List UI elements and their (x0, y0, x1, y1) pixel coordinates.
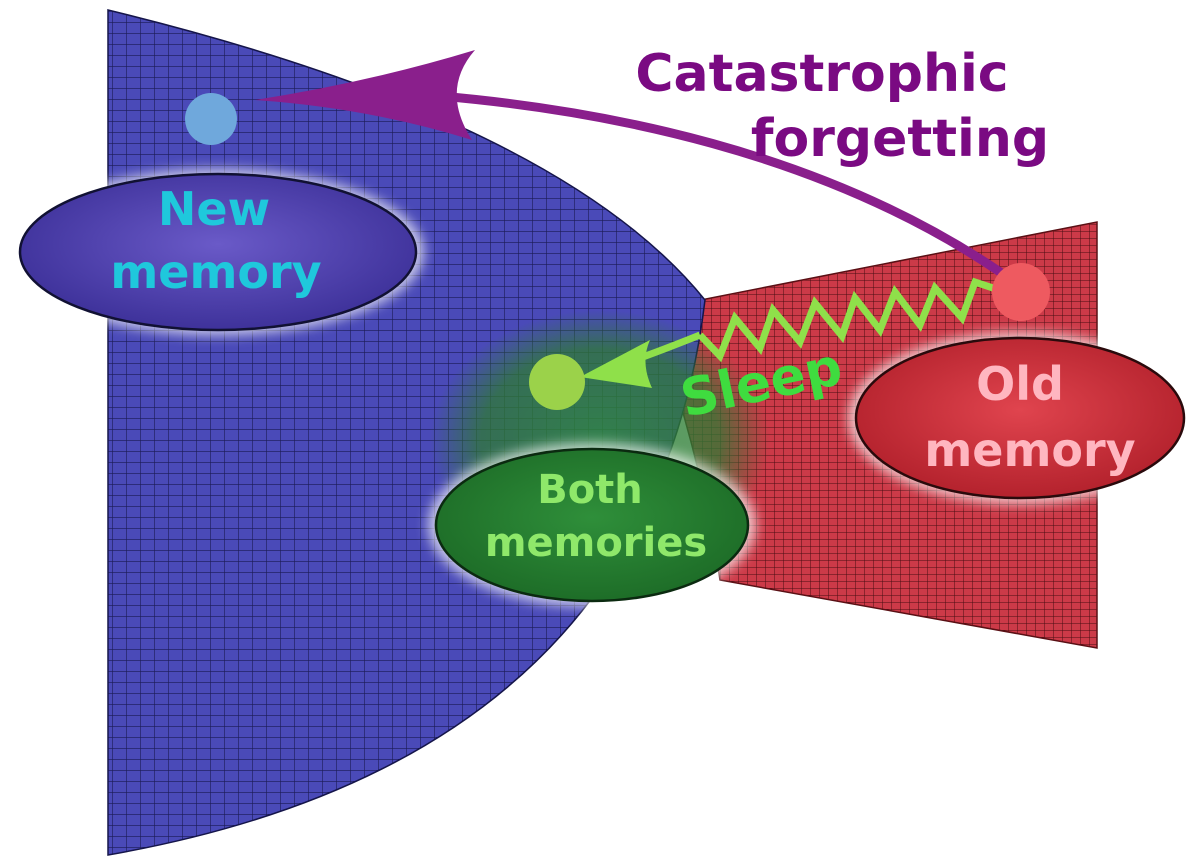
both-memories-label-line2: memories (485, 520, 707, 566)
catastrophic-label-line2: forgetting (751, 109, 1049, 169)
sleep-arrowhead (580, 340, 652, 388)
new-memory-label-line2: memory (110, 245, 321, 299)
catastrophic-label-line1: Catastrophic (635, 44, 1008, 104)
both-memories-label-line1: Both (537, 467, 643, 513)
sleep-zigzag (697, 277, 1007, 363)
old-memory-dot (992, 263, 1050, 321)
new-memory-dot (185, 93, 237, 145)
both-memories-dot (529, 354, 585, 410)
old-memory-label-line1: Old (976, 357, 1064, 411)
both-memories-oval (434, 447, 750, 603)
old-memory-label-line2: memory (924, 423, 1135, 477)
old-memory-oval (854, 336, 1186, 500)
new-memory-label-line1: New (158, 182, 270, 236)
new-memory-oval (18, 172, 418, 332)
catastrophic-arrowhead (255, 50, 475, 140)
catastrophic-forgetting-arrow (435, 91, 1005, 277)
